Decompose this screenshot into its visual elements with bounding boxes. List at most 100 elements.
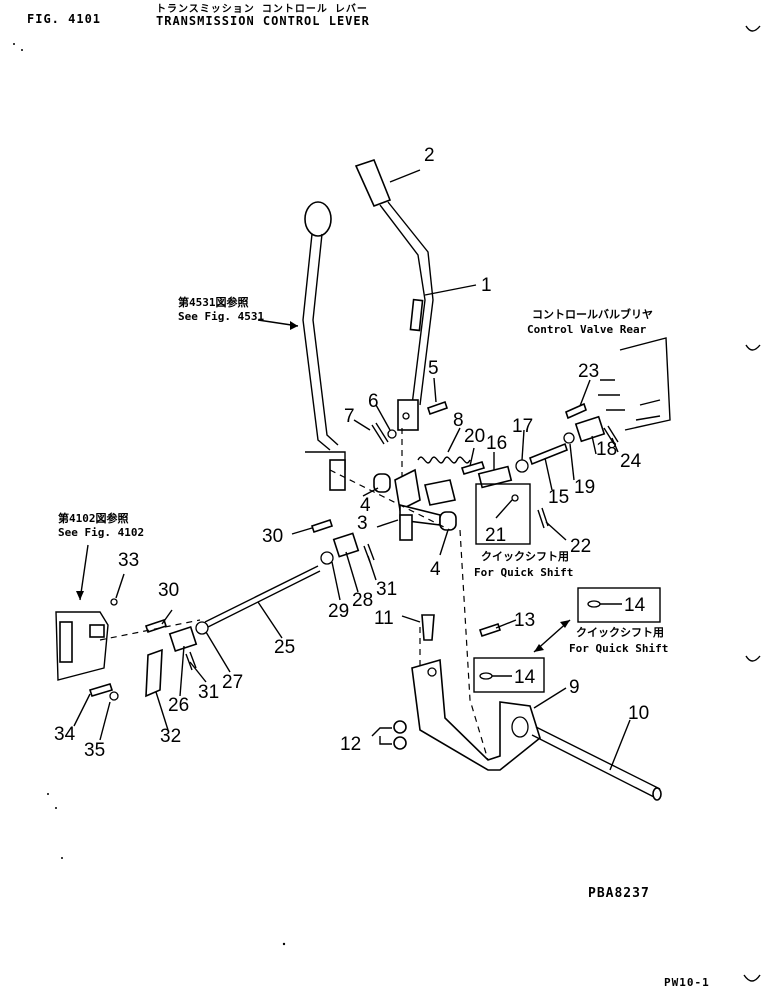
arrowhead [76,591,84,600]
callout-23: 23 [578,361,599,382]
callout-25: 25 [274,637,295,658]
bolt-13 [478,622,502,638]
nut-19 [563,432,575,444]
shaft-10 [531,734,655,798]
leader-lines [73,169,631,771]
note-see-4102-jp: 第4102図参照 [58,511,129,525]
callout-24: 24 [620,451,642,472]
bolt-30-upper [310,518,334,534]
dash-line-1 [329,469,451,531]
callout-28: 28 [352,590,373,611]
callout-15: 15 [548,487,569,508]
shaft-10-b [535,726,661,790]
callout-9: 9 [569,677,580,698]
pin-5 [426,400,449,416]
scan-specks [13,43,286,946]
callout-1: 1 [481,275,492,296]
rod-25 [204,565,319,623]
callout-12: 12 [340,734,361,755]
rod-25-b [207,570,321,628]
bolt-34 [88,683,114,697]
callout-6: 6 [368,391,379,412]
washer-14-upper [587,600,601,608]
nut-12-lower [393,736,407,750]
callout-21: 21 [485,525,506,546]
callout-32: 32 [160,726,181,747]
arrowhead [290,321,298,330]
callout-27: 27 [222,672,243,693]
quick-shift-box-21 [475,483,531,545]
control-lever-1 [354,159,434,431]
callout-31b: 31 [198,682,219,703]
callout-13: 13 [514,610,535,631]
bracket-9 [411,658,541,771]
binder-mark-bottom [743,974,761,982]
pin-23 [565,402,587,420]
shift-plate-3 [394,468,456,541]
fig-label: FIG. 4101 [27,12,102,26]
quick-shift-part-21 [511,494,519,502]
callout-14b: 14 [514,667,536,688]
callout-35: 35 [84,740,105,761]
joint-26 [168,626,198,652]
callout-16: 16 [486,433,507,454]
callout-30b: 30 [158,580,179,601]
bolt-11 [421,614,435,641]
callout-22: 22 [570,536,591,557]
callout-4b: 4 [430,559,441,580]
leader-12 [371,727,392,745]
note-quick-shift-jp: クイックシフト用 [481,550,569,563]
callout-17: 17 [512,416,533,437]
cotter-pin-24 [603,425,619,445]
page-code: PW10-1 [664,976,710,989]
note-see-4531-jp: 第4531図参照 [178,295,249,309]
callout-19: 19 [574,477,595,498]
spring-8 [417,456,471,464]
callout-31a: 31 [376,579,397,600]
callout-8: 8 [453,410,464,431]
callout-14a: 14 [624,595,646,616]
reference-lever-4531 [302,201,346,491]
bushing-4-left [373,473,391,493]
arrowhead [560,620,570,628]
page-title: TRANSMISSION CONTROL LEVER [156,14,370,28]
arrowhead [534,644,544,652]
binder-mark-low [745,655,761,662]
note-see-4102-en: See Fig. 4102 [58,526,144,539]
dash-line-3 [99,619,201,641]
binder-mark-mid [745,344,761,351]
callout-30a: 30 [262,526,283,547]
drawing-code: PBA8237 [588,886,650,901]
callout-2: 2 [424,145,435,166]
quick-shift-box-14-lower [473,657,545,693]
callout-3: 3 [357,513,368,534]
callout-20: 20 [464,426,485,447]
nut-29 [320,551,334,565]
arrow-to-4102 [79,544,89,601]
note-control-valve-en: Control Valve Rear [527,323,647,336]
callout-34: 34 [54,724,76,745]
joint-28 [332,532,360,558]
note-quick-shift2-jp: クイックシフト用 [576,626,664,639]
pin-33 [110,598,118,606]
callout-33: 33 [118,550,139,571]
joint-18 [574,415,606,443]
pin-20 [460,461,486,475]
note-quick-shift-en: For Quick Shift [474,566,573,579]
nut-27 [195,621,209,635]
washer-6 [387,429,397,439]
callout-4a: 4 [360,495,371,516]
callout-29: 29 [328,601,349,622]
nut-12-upper [393,720,407,734]
note-quick-shift2-en: For Quick Shift [569,642,668,655]
bushing-4-right [439,511,457,531]
title-japanese: トランスミッション コントロール レバー [156,4,368,15]
callout-26: 26 [168,695,189,716]
washer-14-lower [479,672,493,680]
note-control-valve-jp: コントロールバルブリヤ [532,307,653,321]
rod-15 [529,442,568,466]
cotter-pin-7 [371,422,389,445]
callout-10: 10 [628,703,649,724]
control-valve-rear [598,337,671,431]
